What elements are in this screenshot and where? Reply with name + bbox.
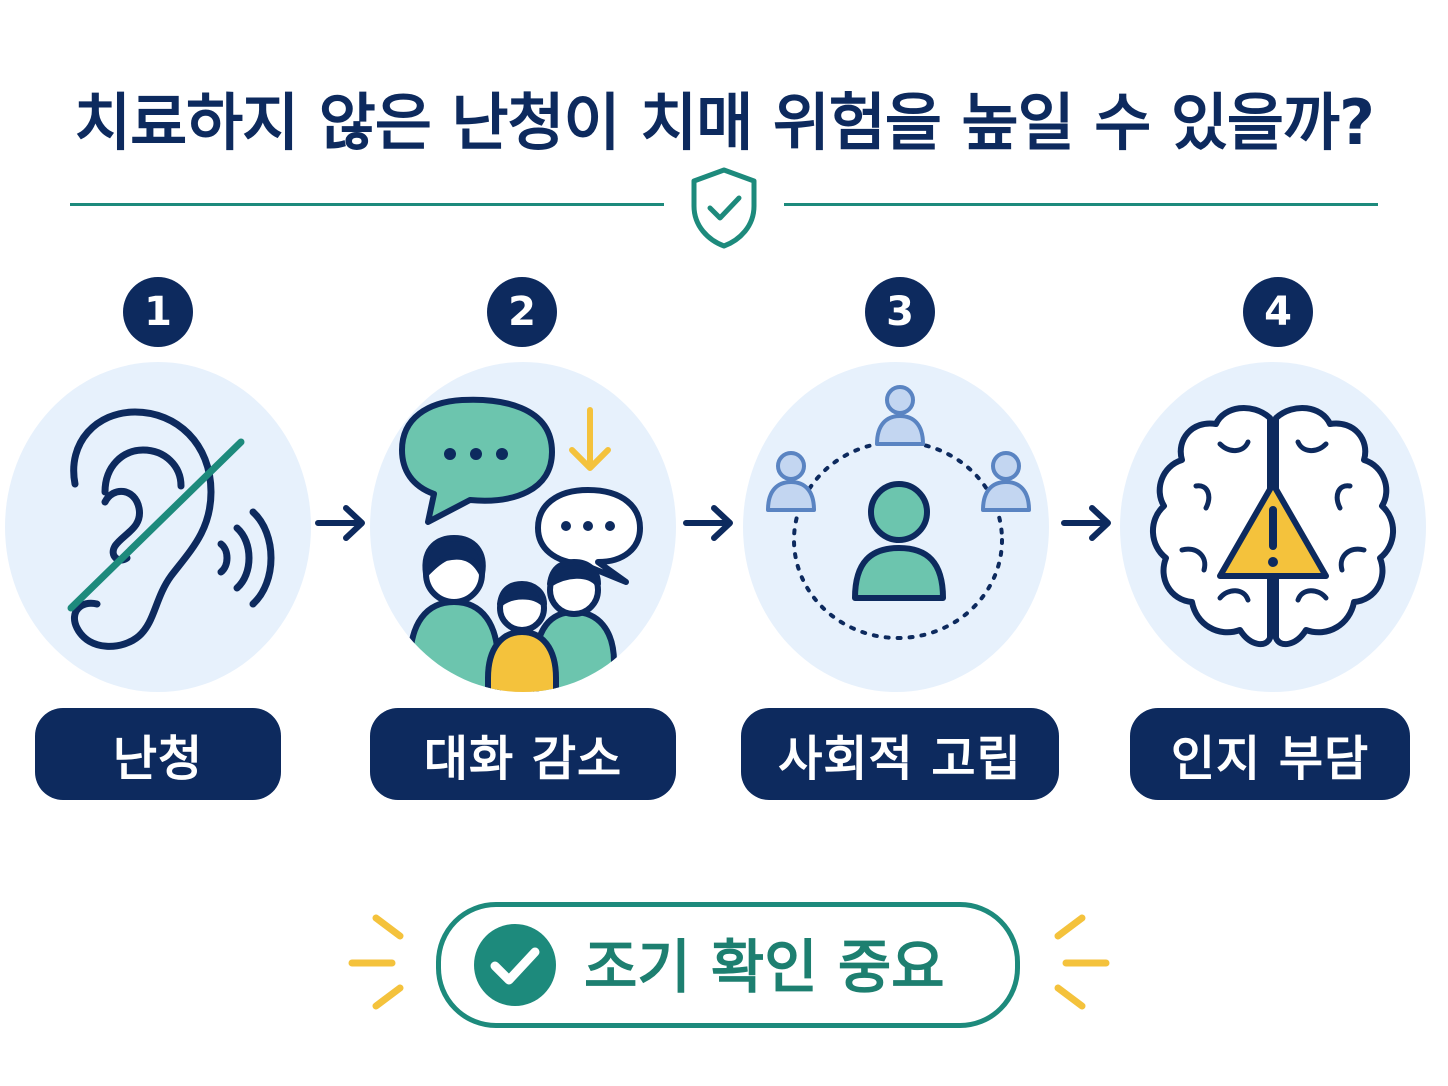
- step-3-badge: 3: [865, 277, 935, 347]
- step-1-label: 난청: [35, 708, 281, 800]
- conversation-decrease-icon: [399, 396, 643, 692]
- step-2-badge: 2: [487, 277, 557, 347]
- step-3-label: 사회적 고립: [741, 708, 1059, 800]
- check-circle-icon: [474, 924, 556, 1006]
- step-2-label: 대화 감소: [370, 708, 676, 800]
- step-1-badge: 1: [123, 277, 193, 347]
- brain-warning-icon: [1149, 404, 1397, 648]
- early-check-label: 조기 확인 중요: [584, 933, 945, 1001]
- social-isolation-icon: [766, 385, 1031, 640]
- step-4-label: 인지 부담: [1130, 708, 1410, 800]
- shield-check-icon: [691, 167, 757, 249]
- arrow-right-icon: [1061, 505, 1111, 541]
- highlight-sparks-right-icon: [1054, 914, 1110, 1010]
- arrow-right-icon: [315, 505, 365, 541]
- divider-right: [784, 203, 1378, 206]
- step-4-badge: 4: [1243, 277, 1313, 347]
- arrow-right-icon: [683, 505, 733, 541]
- ear-hearing-loss-icon: [67, 408, 275, 650]
- page-title: 치료하지 않은 난청이 치매 위험을 높일 수 있을까?: [74, 86, 1375, 159]
- highlight-sparks-left-icon: [348, 914, 404, 1010]
- divider-left: [70, 203, 664, 206]
